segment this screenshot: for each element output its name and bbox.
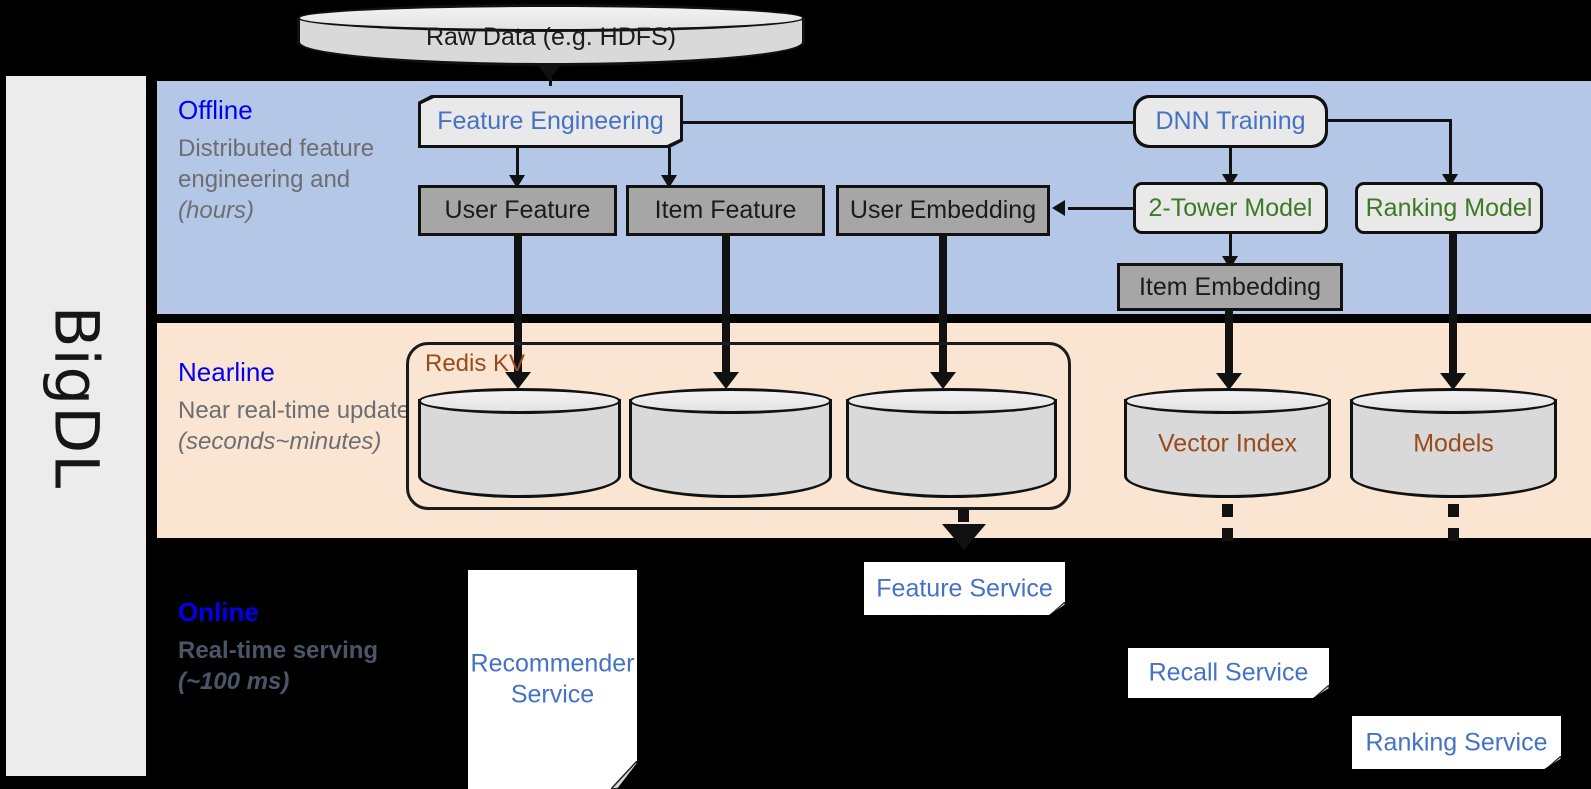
ranking-model-node[interactable]: Ranking Model <box>1355 182 1543 234</box>
pipe-user-embedding <box>939 236 947 382</box>
cylinder-top <box>629 388 832 414</box>
raw-data-store: Raw Data (e.g. HDFS) <box>297 4 805 66</box>
pipe-ranking-model <box>1449 234 1457 383</box>
recommender-service-node[interactable]: Recommender Service <box>468 570 637 789</box>
cylinder-body <box>418 399 621 498</box>
vector-index-store[interactable]: Vector Index <box>1124 388 1331 498</box>
cylinder-body <box>846 399 1057 498</box>
store-user-embedding[interactable] <box>846 388 1057 498</box>
store-item-feature[interactable] <box>629 388 832 498</box>
arrowhead-raw-to-fe <box>536 63 562 80</box>
recall-service-node[interactable]: Recall Service <box>1128 648 1329 698</box>
vector-index-label: Vector Index <box>1158 429 1297 458</box>
item-feature-node[interactable]: Item Feature <box>626 185 825 236</box>
online-title: Online <box>178 597 259 627</box>
offline-desc: Distributed feature engineering and (hou… <box>178 135 375 224</box>
edge-two-tower-to-user-embedding <box>1068 207 1134 210</box>
dash-models-1 <box>1448 504 1459 517</box>
edge-dnn-to-ranking-h <box>1328 119 1452 122</box>
dash-vector-index-2 <box>1222 528 1233 541</box>
offline-caption: Offline Distributed feature engineering … <box>178 95 393 227</box>
redis-kv-container <box>406 342 1071 510</box>
arrowhead-redis-to-feature-service <box>942 524 986 550</box>
offline-title: Offline <box>178 95 253 125</box>
cylinder-body <box>629 399 832 498</box>
cylinder-top <box>1350 388 1557 414</box>
ranking-service-label: Ranking Service <box>1365 728 1548 756</box>
pipe-user-feature <box>514 236 522 382</box>
user-feature-node[interactable]: User Feature <box>418 185 617 236</box>
edge-dnn-to-ranking-v <box>1449 119 1452 179</box>
edge-fe-to-item-feature <box>668 148 671 181</box>
cylinder-top <box>418 388 621 414</box>
bigdl-label: BigDL <box>40 305 112 490</box>
dash-vector-index-1 <box>1222 504 1233 517</box>
arrowhead-pipe-ranking-model <box>1440 373 1466 390</box>
pipe-item-embedding <box>1225 311 1233 383</box>
item-embedding-node[interactable]: Item Embedding <box>1117 263 1343 311</box>
pipe-item-feature <box>722 236 730 382</box>
edge-fe-to-user-feature <box>516 148 519 181</box>
cylinder-top <box>297 4 805 32</box>
cylinder-top <box>846 388 1057 414</box>
nearline-caption: Nearline Near real-time update (seconds~… <box>178 357 428 458</box>
models-store[interactable]: Models <box>1350 388 1557 498</box>
online-caption: Online Real-time serving (~100 ms) <box>178 597 408 698</box>
arrowhead-pipe-user-embedding <box>930 372 956 389</box>
feature-engineering-label: Feature Engineering <box>421 98 680 145</box>
arrowhead-two-tower-to-user-embedding <box>1052 200 1065 216</box>
ranking-service-node[interactable]: Ranking Service <box>1352 716 1561 769</box>
edge-fe-to-dnn <box>683 121 1143 124</box>
dnn-training-node[interactable]: DNN Training <box>1133 95 1328 148</box>
arrowhead-pipe-item-feature <box>713 372 739 389</box>
models-label: Models <box>1413 429 1494 458</box>
raw-data-label: Raw Data (e.g. HDFS) <box>425 22 677 51</box>
cylinder-body <box>1124 399 1331 498</box>
feature-service-node[interactable]: Feature Service <box>864 562 1065 615</box>
recommender-service-label: Recommender Service <box>470 649 635 709</box>
online-desc: Real-time serving (~100 ms) <box>178 637 379 695</box>
feature-service-label: Feature Service <box>876 574 1053 602</box>
arrowhead-fe-to-item-feature <box>661 175 677 188</box>
arrowhead-pipe-user-feature <box>505 372 531 389</box>
dash-models-2 <box>1448 528 1459 541</box>
nearline-title: Nearline <box>178 357 275 387</box>
dash-redis-out <box>958 509 969 522</box>
arrowhead-fe-to-user-feature <box>509 175 525 188</box>
edge-dnn-to-two-tower <box>1229 148 1232 180</box>
edge-two-tower-to-item-embedding <box>1229 234 1232 262</box>
redis-kv-label: Redis KV <box>425 350 526 377</box>
store-user-feature[interactable] <box>418 388 621 498</box>
arrowhead-pipe-item-embedding <box>1216 373 1242 390</box>
feature-engineering-node[interactable]: Feature Engineering <box>418 95 683 148</box>
dnn-training-label: DNN Training <box>1136 98 1325 145</box>
nearline-desc: Near real-time update (seconds~minutes) <box>178 397 411 455</box>
cylinder-body <box>1350 399 1557 498</box>
bigdl-rail: BigDL <box>6 76 146 776</box>
recall-service-label: Recall Service <box>1148 658 1309 687</box>
cylinder-top <box>1124 388 1331 414</box>
two-tower-model-node[interactable]: 2-Tower Model <box>1133 182 1328 234</box>
user-embedding-node[interactable]: User Embedding <box>836 185 1050 236</box>
